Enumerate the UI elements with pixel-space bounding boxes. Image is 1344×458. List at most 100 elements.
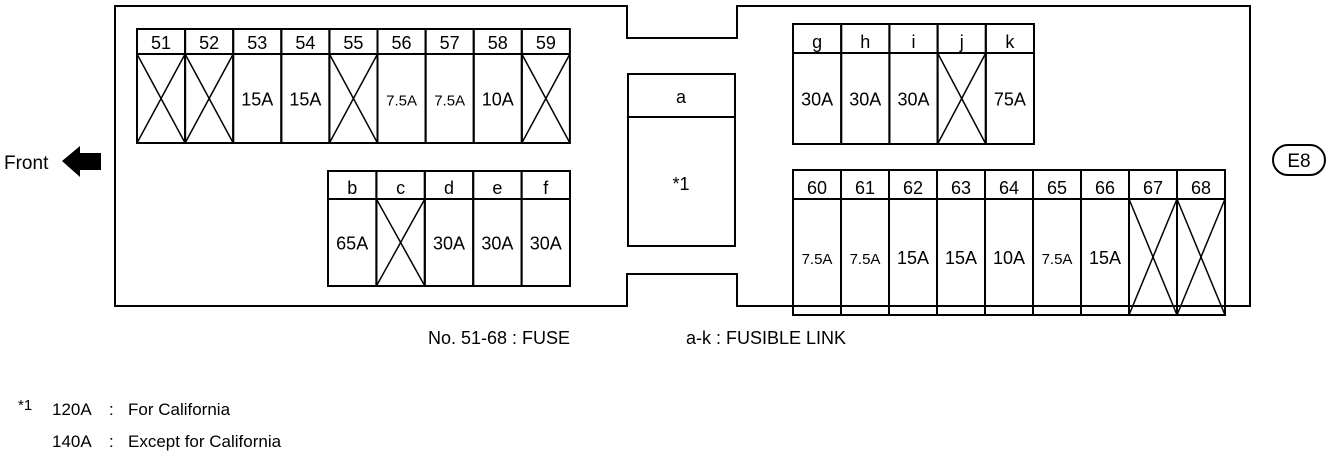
note-mark: *1: [18, 397, 33, 414]
cell-id-label: 64: [999, 178, 1019, 198]
fuse-cell-55: 55: [328, 28, 379, 144]
empty-slot-cross: [375, 198, 426, 287]
cell-rating-label: 30A: [433, 234, 465, 254]
front-indicator: Front: [4, 146, 101, 177]
empty-slot-cross: [1176, 198, 1226, 316]
cell-rating-label: 30A: [897, 90, 929, 110]
cell-rating-label: 15A: [289, 90, 321, 110]
cell-rating-label: 15A: [241, 90, 273, 110]
cell-id-label: 68: [1191, 178, 1211, 198]
fuse-cell-63: 63 15A: [936, 169, 986, 316]
legend-fusible-link: a-k : FUSIBLE LINK: [686, 328, 847, 348]
cell-id-label: a: [676, 87, 687, 107]
cell-id-label: d: [444, 178, 454, 198]
note-text: Except for California: [128, 432, 282, 451]
cell-id-label: 53: [247, 33, 267, 53]
fuse-block-housing: [114, 5, 1251, 307]
fuse-cell-59: 59: [520, 28, 571, 144]
connector-badge-outline: [1272, 144, 1326, 176]
fuse-row: 60 7.5A 61 7.5A 62 15A 63 15A 64 10A 65 7.5A 66 15A 67…: [792, 169, 1226, 316]
cell-outline: [627, 73, 736, 247]
cell-rating-label: 30A: [849, 90, 881, 110]
cell-id-label: 55: [343, 33, 363, 53]
cell-id-label: 57: [440, 33, 460, 53]
fusible-link-cell-j: j: [936, 23, 987, 145]
cell-id-label: 63: [951, 178, 971, 198]
fuse-cell-57: 57 7.5A: [424, 28, 475, 144]
cell-id-label: 56: [392, 33, 412, 53]
cell-id-label: 60: [807, 178, 827, 198]
cell-rating-label: 30A: [530, 234, 562, 254]
empty-slot-cross: [936, 52, 987, 145]
fuse-cell-51: 51: [136, 28, 187, 144]
cell-id-label: 52: [199, 33, 219, 53]
cell-outline: [1176, 169, 1226, 316]
cell-rating-label: 65A: [336, 234, 368, 254]
cell-id-label: k: [1005, 32, 1015, 52]
fusible-link-cell-i: i 30A: [888, 23, 939, 145]
fusible-link-cell-c: c: [375, 170, 426, 287]
fuse-cell-65: 65 7.5A: [1032, 169, 1082, 316]
fusible-link-cell-a: a*1: [627, 73, 736, 247]
cell-id-label: h: [860, 32, 870, 52]
cell-rating-label: 7.5A: [802, 251, 833, 268]
fuse-cell-67: 67: [1128, 169, 1178, 316]
note-text: For California: [128, 400, 231, 419]
fusible-link-cell-e: e 30A: [472, 170, 523, 287]
fusible-link-cell-k: k 75A: [984, 23, 1035, 145]
cell-id-label: j: [959, 32, 964, 52]
cell-id-label: 58: [488, 33, 508, 53]
cell-outline: [520, 28, 571, 144]
fusible-link-cell-d: d 30A: [423, 170, 475, 287]
fuse-cell-53: 53 15A: [232, 28, 283, 144]
cell-id-label: 54: [295, 33, 315, 53]
cell-rating-label: 7.5A: [386, 93, 417, 110]
cell-rating-label: 15A: [945, 248, 977, 268]
cell-id-label: c: [396, 178, 405, 198]
empty-slot-cross: [521, 53, 571, 144]
cell-rating-label: 15A: [897, 248, 929, 268]
front-label: Front: [4, 153, 49, 174]
note-separator: :: [109, 432, 114, 451]
cell-rating-label: 7.5A: [850, 251, 881, 268]
cell-id-label: 65: [1047, 178, 1067, 198]
cell-rating-label: 30A: [481, 234, 513, 254]
fuse-cell-52: 52: [184, 28, 235, 144]
cell-id-label: g: [812, 32, 822, 52]
fuse-cell-61: 61 7.5A: [840, 169, 890, 316]
fusible-link-cell-h: h 30A: [840, 23, 891, 145]
cell-rating-label: 7.5A: [434, 93, 465, 110]
cell-id-label: e: [492, 178, 502, 198]
empty-slot-cross: [1128, 198, 1178, 316]
cell-outline: [984, 23, 1035, 145]
cell-rating-label: 15A: [1089, 248, 1121, 268]
cell-rating-label: 30A: [801, 90, 833, 110]
fusible-link-row: g 30A h 30A i 30A j k 75A: [792, 23, 1035, 145]
fuse-cell-54: 54 15A: [280, 28, 331, 144]
empty-slot-cross: [136, 53, 186, 144]
fuse-cell-64: 64 10A: [984, 169, 1034, 316]
cell-id-label: 51: [151, 33, 171, 53]
cell-id-label: 62: [903, 178, 923, 198]
fuse-cell-56: 56 7.5A: [376, 28, 427, 144]
fusible-link-cell-g: g 30A: [792, 23, 843, 145]
cell-rating-label: 10A: [993, 248, 1025, 268]
note-value: 140A: [52, 432, 92, 451]
cell-id-label: 67: [1143, 178, 1163, 198]
connector-badge: E8: [1272, 144, 1326, 176]
cell-rating-label: 75A: [994, 90, 1026, 110]
connector-label: E8: [1287, 151, 1310, 172]
cell-id-label: 66: [1095, 178, 1115, 198]
cell-id-label: i: [912, 32, 916, 52]
fuse-cell-66: 66 15A: [1080, 169, 1130, 316]
cell-id-label: 61: [855, 178, 875, 198]
cell-outline: [520, 170, 571, 287]
cell-rating-label: 7.5A: [1042, 251, 1073, 268]
legend-fuse: No. 51-68 : FUSE: [428, 328, 571, 348]
